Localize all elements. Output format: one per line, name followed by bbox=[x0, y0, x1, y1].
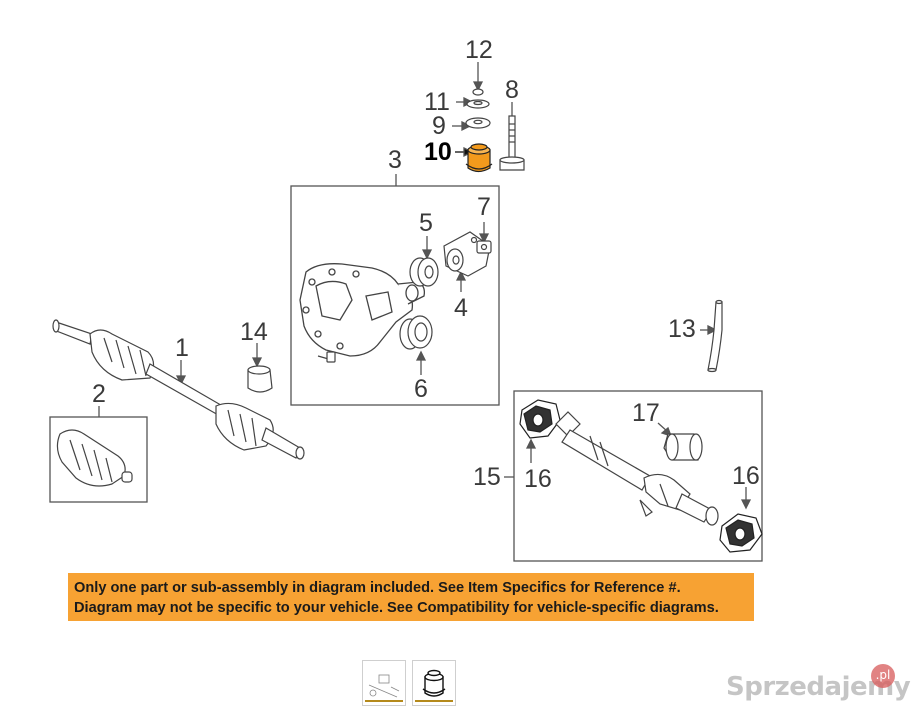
part-16-flex-disc-front bbox=[519, 399, 561, 439]
callout-6: 6 bbox=[414, 375, 428, 403]
part-10-bushing-highlighted bbox=[465, 143, 493, 173]
part-5-bearing bbox=[409, 257, 439, 287]
diagram-thumbnail-image bbox=[368, 674, 400, 698]
callout-2: 2 bbox=[92, 380, 106, 408]
callout-7: 7 bbox=[477, 193, 491, 221]
callout-8: 8 bbox=[505, 76, 519, 104]
callout-14: 14 bbox=[240, 318, 268, 346]
part-thumbnail-image bbox=[422, 669, 446, 697]
watermark-badge: .pl bbox=[871, 664, 895, 688]
callout-9: 9 bbox=[432, 112, 446, 140]
disclaimer-banner: Only one part or sub-assembly in diagram… bbox=[68, 573, 754, 621]
callout-15: 15 bbox=[473, 463, 501, 491]
part-4-mount bbox=[443, 231, 491, 277]
part-1-axle-shaft bbox=[52, 319, 305, 460]
part-6-seal bbox=[399, 315, 433, 350]
differential-group-box bbox=[290, 185, 500, 406]
callout-12: 12 bbox=[465, 36, 493, 64]
driveshaft-group-box bbox=[513, 390, 763, 562]
thumbnail-underline bbox=[415, 700, 453, 702]
callout-4: 4 bbox=[454, 294, 468, 322]
callout-3: 3 bbox=[388, 146, 402, 174]
diagram-thumbnail[interactable] bbox=[362, 660, 406, 706]
part-2-cv-boot bbox=[56, 429, 133, 487]
callout-11: 11 bbox=[424, 88, 450, 116]
thumbnail-underline bbox=[365, 700, 403, 702]
disclaimer-line-2: Diagram may not be specific to your vehi… bbox=[74, 600, 719, 616]
callout-16-rear: 16 bbox=[732, 462, 760, 490]
part-17-center-bearing bbox=[663, 433, 703, 461]
part-12-nut bbox=[472, 88, 484, 96]
part-thumbnail[interactable] bbox=[412, 660, 456, 706]
part-13-hose bbox=[707, 299, 723, 373]
callout-10: 10 bbox=[424, 138, 452, 166]
callout-17: 17 bbox=[632, 399, 660, 427]
callout-13: 13 bbox=[668, 315, 696, 343]
callout-5: 5 bbox=[419, 209, 433, 237]
callout-1: 1 bbox=[175, 334, 189, 362]
disclaimer-line-1: Only one part or sub-assembly in diagram… bbox=[74, 580, 681, 596]
part-14-bushing bbox=[247, 365, 273, 393]
part-8-bolt bbox=[499, 115, 525, 171]
part-9-washer bbox=[465, 117, 491, 129]
callout-16-front: 16 bbox=[524, 465, 552, 493]
driveshaft bbox=[555, 411, 719, 526]
part-16-flex-disc-rear bbox=[719, 513, 763, 553]
part-11-washer bbox=[466, 99, 490, 109]
differential-bolt bbox=[317, 351, 336, 363]
differential-housing bbox=[299, 263, 426, 357]
part-7-clip bbox=[476, 240, 492, 254]
